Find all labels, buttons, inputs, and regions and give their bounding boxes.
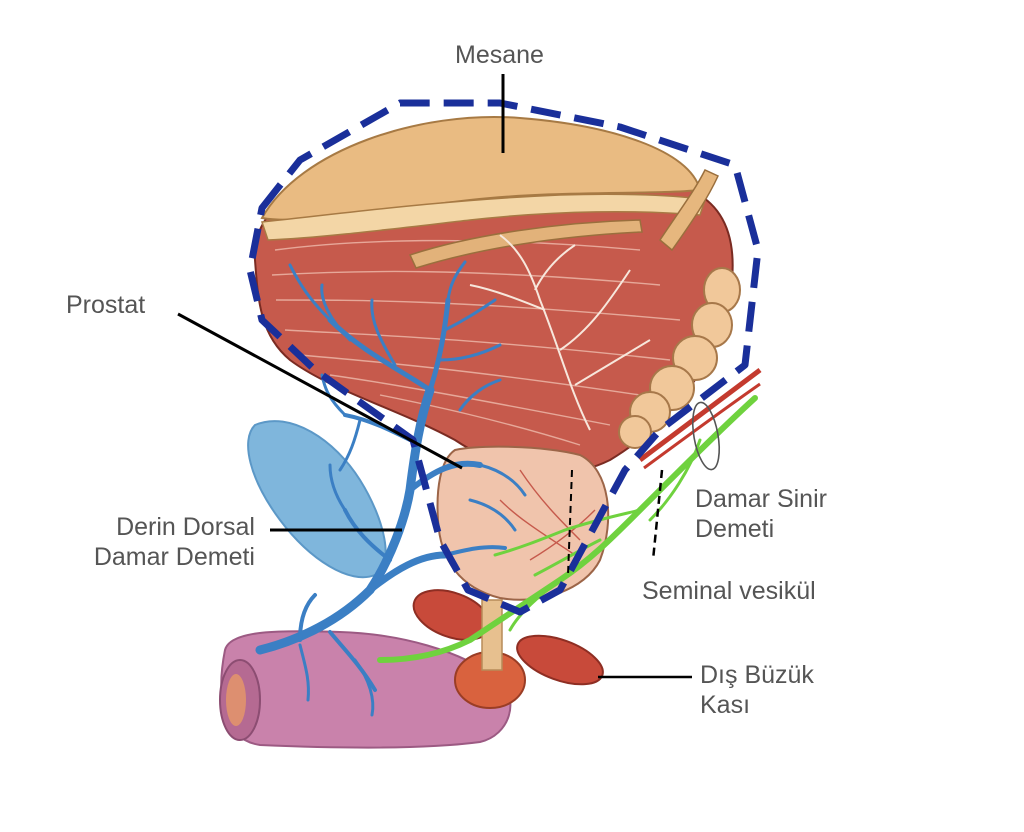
- label-external-sphincter-line1: Dış Büzük: [700, 661, 814, 689]
- leader-prostat: [177, 312, 463, 470]
- urethra: [481, 599, 503, 671]
- artery: [638, 368, 762, 463]
- label-deep-dorsal-vein-complex: Derin Dorsal Damar Demeti: [60, 512, 255, 572]
- label-prostate: Prostat: [66, 291, 146, 319]
- label-deep-dorsal-line1: Derin Dorsal: [116, 513, 255, 541]
- label-neurovascular-bundle: Damar Sinir Demeti: [695, 484, 827, 544]
- label-external-sphincter-line2: Kası: [700, 691, 751, 719]
- label-external-sphincter: Dış Büzük Kası: [700, 660, 814, 720]
- prostate-vessels: [499, 469, 596, 561]
- leader-prostate-dashed: [567, 469, 573, 576]
- neurovascular-marker: [691, 401, 721, 471]
- label-seminal-vesicle: Seminal vesikül: [642, 577, 816, 605]
- leader-seminal: [651, 469, 664, 561]
- bladder-vessels: [469, 234, 651, 431]
- sphincter-right: [516, 634, 604, 686]
- label-deep-dorsal-line2: Damar Demeti: [93, 543, 255, 571]
- dorsal-vein-tree: [255, 260, 527, 717]
- penis: [219, 630, 512, 749]
- label-neurovascular-line2: Demeti: [695, 515, 775, 543]
- ureter-band: [260, 193, 706, 241]
- bladder-outline-dashed: [246, 99, 762, 616]
- ureter: [659, 169, 719, 252]
- label-bladder: Mesane: [455, 41, 544, 69]
- label-neurovascular-line1: Damar Sinir: [695, 485, 827, 513]
- vas-deferens: [408, 219, 643, 269]
- seminal-vesicle-shape: [618, 267, 741, 449]
- pubic-bone: [247, 420, 387, 579]
